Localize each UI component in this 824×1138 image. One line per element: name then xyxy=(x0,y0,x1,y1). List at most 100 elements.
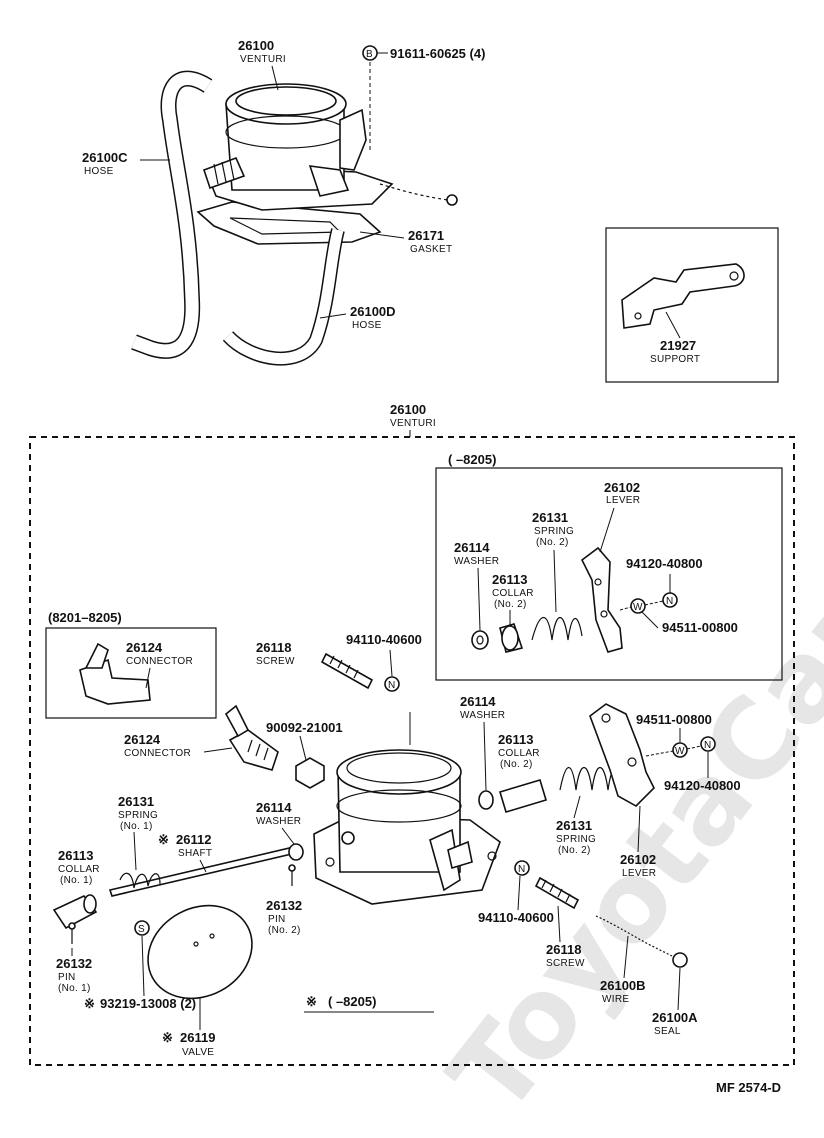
svg-text:26102: 26102 xyxy=(620,852,656,867)
screw-left: N xyxy=(320,652,400,692)
footer-code: MF 2574-D xyxy=(716,1080,781,1095)
svg-text:PIN: PIN xyxy=(268,914,286,925)
svg-text:26100: 26100 xyxy=(238,38,274,53)
svg-text:26131: 26131 xyxy=(118,794,154,809)
early-box-title: ( –8205) xyxy=(448,452,496,467)
svg-text:26131: 26131 xyxy=(556,818,592,833)
label-shaft: ※ 26112 SHAFT xyxy=(158,832,212,873)
label-w-r: 94511-00800 xyxy=(636,712,712,742)
label-screw-l: 26118 SCREW xyxy=(256,640,295,667)
svg-text:(No. 2): (No. 2) xyxy=(500,759,533,770)
svg-text:※: ※ xyxy=(306,994,317,1009)
svg-text:VENTURI: VENTURI xyxy=(240,54,286,65)
label-lever-r: 26102 LEVER xyxy=(620,805,656,879)
svg-text:GASKET: GASKET xyxy=(410,244,452,255)
svg-text:N: N xyxy=(704,740,712,751)
label-nut-90092: 90092-21001 xyxy=(266,720,343,761)
svg-text:94511-00800: 94511-00800 xyxy=(636,712,712,727)
svg-text:HOSE: HOSE xyxy=(352,320,382,331)
svg-text:SCREW: SCREW xyxy=(256,656,295,667)
svg-text:N: N xyxy=(518,864,526,875)
label-early-washer: 26114 WASHER xyxy=(454,540,499,631)
svg-text:SPRING: SPRING xyxy=(556,834,596,845)
svg-text:(No. 2): (No. 2) xyxy=(536,537,569,548)
svg-text:26100D: 26100D xyxy=(350,304,396,319)
group-venturi: 26100 VENTURI xyxy=(29,402,795,1066)
top-assembly xyxy=(131,62,458,366)
label-collar-l: 26113 COLLAR (No. 1) xyxy=(58,848,100,886)
svg-text:26119: 26119 xyxy=(180,1030,215,1045)
svg-text:26100A: 26100A xyxy=(652,1010,698,1025)
svg-text:91611-60625 (4): 91611-60625 (4) xyxy=(390,46,485,61)
svg-text:26171: 26171 xyxy=(408,228,444,243)
label-hose-d: 26100D HOSE xyxy=(319,304,396,331)
svg-text:26131: 26131 xyxy=(532,510,568,525)
connector-box-title: (8201–8205) xyxy=(48,610,122,625)
svg-text:26100C: 26100C xyxy=(82,150,128,165)
svg-text:26114: 26114 xyxy=(256,800,292,815)
support-num: 21927 xyxy=(660,338,696,353)
label-venturi-top: 26100 VENTURI xyxy=(238,38,286,91)
label-washer-m: 26114 WASHER xyxy=(256,800,301,845)
label-connector: 26124 CONNECTOR xyxy=(124,732,233,759)
label-washer-r: 26114 WASHER xyxy=(460,694,505,791)
svg-text:HOSE: HOSE xyxy=(84,166,114,177)
label-gasket: 26171 GASKET xyxy=(359,228,452,255)
group-venturi-num: 26100 xyxy=(390,402,426,417)
svg-text:(No. 2): (No. 2) xyxy=(268,925,301,936)
svg-text:26113: 26113 xyxy=(492,572,527,587)
lower-venturi-body xyxy=(313,712,501,905)
label-screw-s: ※ 93219-13008 (2) xyxy=(84,935,196,1011)
label-valve: ※ 26119 VALVE xyxy=(162,998,215,1058)
svg-text:(No. 1): (No. 1) xyxy=(120,821,153,832)
svg-text:26118: 26118 xyxy=(256,640,291,655)
svg-text:※: ※ xyxy=(84,996,95,1011)
svg-text:N: N xyxy=(388,680,396,691)
label-early-spring: 26131 SPRING (No. 2) xyxy=(532,510,574,613)
svg-text:26100B: 26100B xyxy=(600,978,646,993)
label-early-nut: 94120-40800 xyxy=(626,556,703,593)
svg-text:93219-13008 (2): 93219-13008 (2) xyxy=(100,996,196,1011)
label-nut-l: 94110-40600 xyxy=(346,632,422,677)
svg-text:94120-40800: 94120-40800 xyxy=(626,556,703,571)
svg-text:WASHER: WASHER xyxy=(454,556,499,567)
connector-box-name: CONNECTOR xyxy=(126,656,193,667)
label-early-washer-w: 94511-00800 xyxy=(641,611,738,635)
svg-text:COLLAR: COLLAR xyxy=(58,864,100,875)
support-box: 21927 SUPPORT xyxy=(605,227,779,383)
svg-text:SPRING: SPRING xyxy=(118,810,158,821)
svg-text:26114: 26114 xyxy=(454,540,490,555)
svg-text:B: B xyxy=(366,49,373,60)
label-spring-r: 26131 SPRING (No. 2) xyxy=(556,795,596,856)
svg-text:(No. 1): (No. 1) xyxy=(60,875,93,886)
svg-text:PIN: PIN xyxy=(58,972,76,983)
label-n-r: 94120-40800 xyxy=(664,752,741,793)
svg-text:26132: 26132 xyxy=(56,956,92,971)
right-side-parts: W N xyxy=(478,703,716,813)
svg-text:SEAL: SEAL xyxy=(654,1026,681,1037)
label-screw-b: 26118 SCREW xyxy=(546,905,585,969)
svg-text:WASHER: WASHER xyxy=(460,710,505,721)
label-early-lever: 26102 LEVER xyxy=(599,480,640,553)
svg-text:(No. 1): (No. 1) xyxy=(58,983,91,994)
label-bolt-b: B 91611-60625 (4) xyxy=(362,45,485,61)
svg-text:90092-21001: 90092-21001 xyxy=(266,720,343,735)
svg-text:LEVER: LEVER xyxy=(622,868,656,879)
svg-text:26118: 26118 xyxy=(546,942,581,957)
svg-text:26113: 26113 xyxy=(498,732,533,747)
svg-text:(No. 2): (No. 2) xyxy=(558,845,591,856)
svg-text:LEVER: LEVER xyxy=(606,495,640,506)
svg-text:94110-40600: 94110-40600 xyxy=(346,632,422,647)
footnote: ※ ( –8205) xyxy=(304,994,434,1013)
svg-text:※: ※ xyxy=(158,832,169,847)
svg-text:94110-40600: 94110-40600 xyxy=(478,910,554,925)
svg-text:94511-00800: 94511-00800 xyxy=(662,620,738,635)
svg-text:SCREW: SCREW xyxy=(546,958,585,969)
svg-text:26113: 26113 xyxy=(58,848,93,863)
label-early-collar: 26113 COLLAR (No. 2) xyxy=(492,572,534,626)
connector-box-num: 26124 xyxy=(126,640,163,655)
svg-text:VALVE: VALVE xyxy=(182,1047,214,1058)
support-name: SUPPORT xyxy=(650,354,700,365)
label-wire: 26100B WIRE xyxy=(600,935,646,1005)
